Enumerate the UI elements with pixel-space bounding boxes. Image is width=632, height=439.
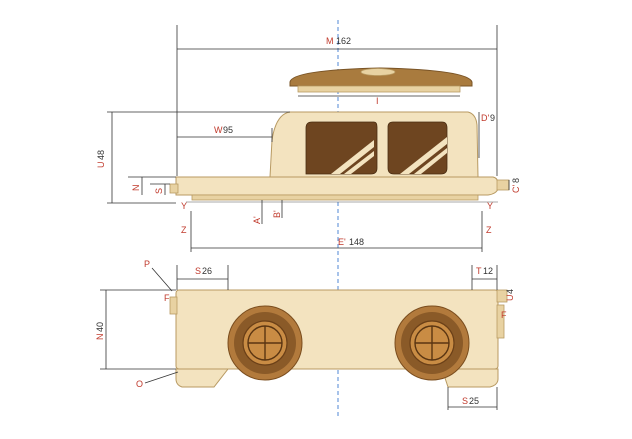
label-n40: N	[95, 334, 105, 341]
leader-o	[144, 371, 179, 384]
label-s25: S	[462, 396, 468, 406]
top-view: P S 26 T 12 F F U 4 N 40 O S 25	[95, 259, 515, 410]
window-glare-4	[414, 148, 447, 174]
label-a: A'	[252, 216, 262, 224]
label-f-left: F	[164, 293, 170, 303]
label-u-value: 48	[96, 150, 106, 160]
wheel-left	[227, 305, 303, 381]
label-e-value: 148	[349, 237, 364, 247]
label-n: N	[131, 185, 141, 192]
label-o: O	[136, 379, 143, 389]
label-w-value: 95	[223, 125, 233, 135]
label-t-value: 12	[483, 266, 493, 276]
side-block-left	[169, 296, 178, 315]
corner-block-right	[496, 289, 508, 303]
roof-panel	[289, 67, 473, 87]
window-glare-2	[344, 151, 374, 174]
bumper-left	[169, 183, 179, 194]
roof-base	[297, 85, 461, 93]
label-p: P	[144, 259, 150, 269]
label-s: S	[154, 188, 164, 194]
label-w: W	[214, 125, 223, 135]
label-y-left: Y	[181, 201, 187, 211]
label-c-value: 8	[511, 178, 521, 183]
label-i: I	[376, 96, 379, 106]
side-view: M 162 I W 95 D' 9 U 48 N S C' 8 Y Y	[96, 25, 521, 252]
label-b: B'	[272, 210, 282, 218]
skirt-right	[441, 368, 499, 388]
label-u4: U	[505, 295, 515, 302]
skirt-left	[175, 368, 230, 388]
label-d-value: 9	[490, 113, 495, 123]
label-m: M	[326, 36, 334, 46]
label-u: U	[96, 162, 106, 169]
label-d: D'	[481, 113, 489, 123]
label-y-right: Y	[487, 201, 493, 211]
label-f-right: F	[501, 310, 507, 320]
wheel-right	[394, 305, 470, 381]
side-block-right	[496, 304, 505, 339]
label-t: T	[476, 266, 482, 276]
window-glare-3	[400, 137, 447, 174]
label-n40-value: 40	[95, 322, 105, 332]
label-u4-value: 4	[505, 289, 515, 294]
label-c: C'	[511, 185, 521, 193]
window-glare-1	[331, 140, 374, 174]
chassis-strip	[191, 194, 479, 201]
front-window	[305, 121, 378, 175]
label-z-left: Z	[181, 225, 187, 235]
label-e: E'	[338, 237, 346, 247]
label-s25-value: 25	[469, 396, 479, 406]
leader-p	[151, 267, 173, 292]
bumper-right	[496, 179, 510, 191]
label-m-value: 162	[336, 36, 351, 46]
label-s26-value: 26	[202, 266, 212, 276]
roof-knob	[360, 68, 396, 76]
label-s26: S	[195, 266, 201, 276]
base-body	[175, 176, 499, 196]
label-z-right: Z	[486, 225, 492, 235]
